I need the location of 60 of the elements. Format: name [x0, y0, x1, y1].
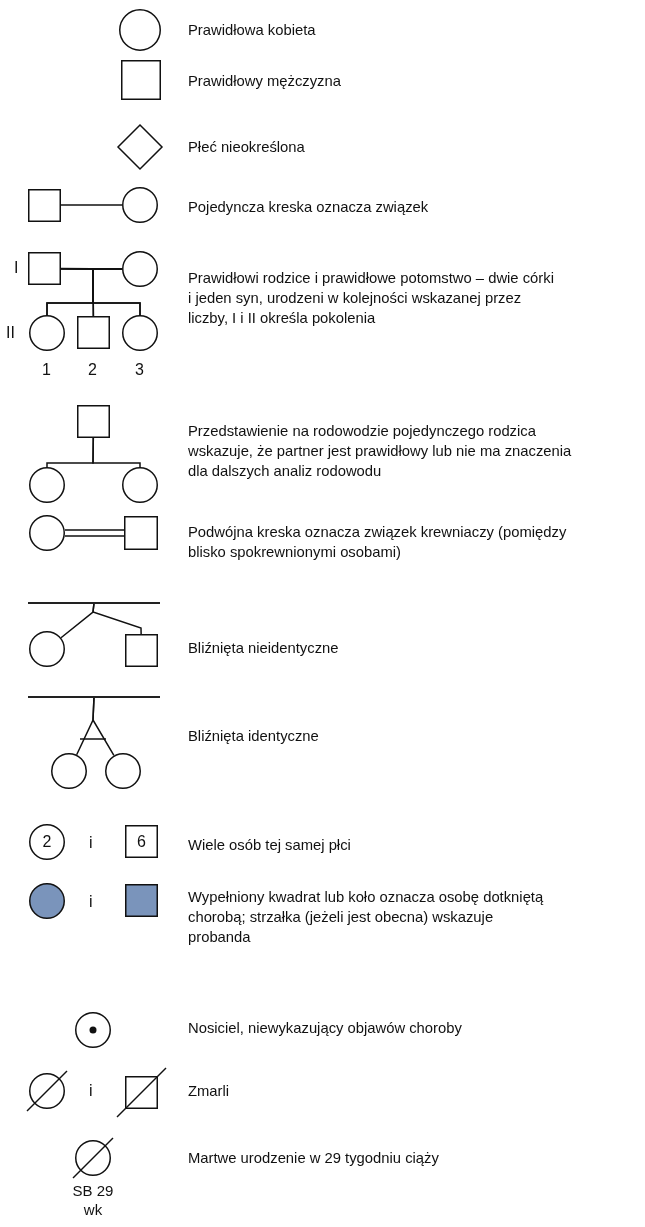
male-symbol [77, 316, 110, 349]
female-symbol [29, 631, 65, 667]
affected-male-symbol [125, 884, 158, 917]
description-text: Podwójna kreska oznacza związek krewniaczy (pomiędzy blisko spokrewnionymi osobami) [188, 523, 568, 562]
carrier-symbol [75, 1012, 111, 1048]
connector-line [60, 204, 123, 206]
female-symbol [29, 515, 65, 551]
symbol-label: i [89, 1081, 93, 1101]
connector-line [92, 697, 115, 757]
female-symbol [105, 753, 141, 789]
symbol-label: II [6, 323, 15, 343]
female-symbol [119, 9, 161, 51]
male-symbol [77, 405, 110, 438]
male-symbol [121, 60, 161, 100]
description-text: Bliźnięta nieidentyczne [188, 639, 340, 658]
description-text: Wiele osób tej samej płci [188, 836, 352, 855]
description-text: Prawidłowa kobieta [188, 21, 317, 40]
male-symbol [28, 188, 61, 222]
description-text: Prawidłowi rodzice i prawidłowe potomstwo – dwie córki i jeden syn, urodzeni w kolejności wskazanej przez liczby, I i II określa pokolenia [188, 269, 555, 328]
female-symbol [122, 467, 158, 503]
description-text: Wypełniony kwadrat lub koło oznacza osobę dotkniętą chorobą; strzałka (jeżeli jest obecna) wskazuje probanda [188, 888, 545, 947]
count-number: 2 [42, 833, 52, 851]
double-line [64, 529, 125, 537]
connector-line [92, 437, 141, 468]
connector-line [92, 268, 141, 316]
male-symbol [124, 516, 158, 550]
description-text: Martwe urodzenie w 29 tygodniu ciąży [188, 1149, 440, 1168]
female-count-symbol [29, 824, 65, 860]
stillbirth-symbol [72, 1137, 114, 1179]
male-symbol [125, 634, 158, 667]
female-symbol [29, 467, 65, 503]
female-symbol [122, 187, 158, 223]
deceased-female-symbol [26, 1070, 68, 1112]
symbol-label: i [89, 833, 93, 853]
count-number: 6 [137, 832, 146, 851]
female-symbol [122, 315, 158, 351]
symbol-label: I [14, 258, 19, 278]
description-text: Prawidłowy mężczyzna [188, 72, 342, 91]
sibship-line [28, 602, 160, 604]
symbol-label: 1 [42, 360, 51, 380]
female-symbol [122, 251, 158, 287]
deceased-male-symbol [116, 1067, 167, 1118]
connector-line [92, 603, 142, 635]
male-count-symbol [125, 825, 158, 858]
description-text: Przedstawienie na rodowodzie pojedynczego rodzica wskazuje, że partner jest prawidłowy lub nie ma znaczenia dla dalszych analiz rodowodu [188, 422, 573, 481]
description-text: Nosiciel, niewykazujący objawów choroby [188, 1019, 463, 1038]
symbol-label: 3 [135, 360, 144, 380]
description-text: Pojedyncza kreska oznacza związek [188, 198, 430, 217]
symbol-note: SB 29 wk [71, 1181, 115, 1219]
symbol-label: i [89, 892, 93, 912]
description-text: Płeć nieokreślona [188, 138, 306, 157]
description-text: Bliźnięta identyczne [188, 727, 320, 746]
description-text: Zmarli [188, 1082, 231, 1101]
female-symbol [29, 315, 65, 351]
male-symbol [28, 252, 61, 285]
unknown-sex-diamond [117, 124, 163, 170]
sibship-line [28, 696, 160, 698]
symbol-label: 2 [88, 360, 97, 380]
affected-female-symbol [29, 883, 65, 919]
female-symbol [51, 753, 87, 789]
